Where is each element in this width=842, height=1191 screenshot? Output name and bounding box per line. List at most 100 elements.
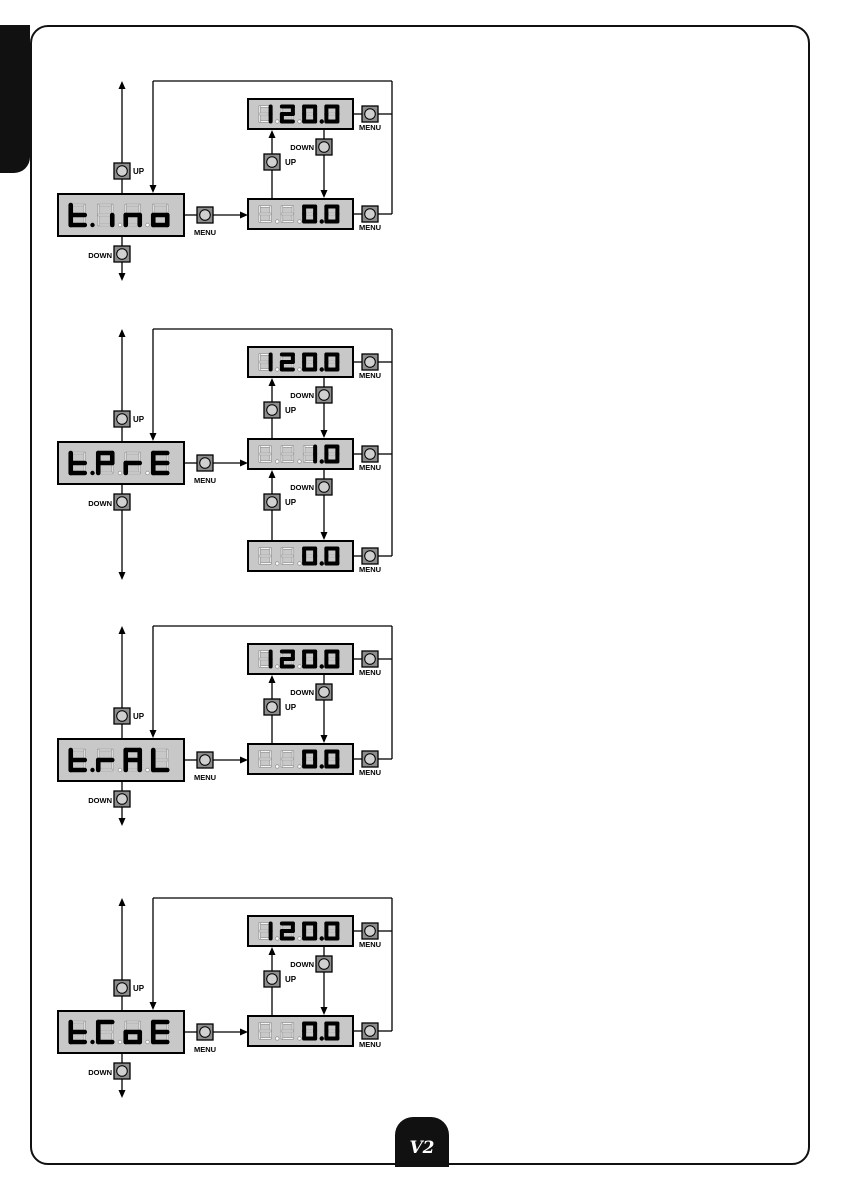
- button-cap: [117, 794, 128, 805]
- menu-button: [362, 751, 378, 767]
- up-button-label: UP: [133, 167, 145, 176]
- value-display: [248, 347, 353, 377]
- menu-button: [197, 455, 213, 471]
- decimal-point: [275, 220, 279, 224]
- decimal-point: [118, 768, 122, 772]
- up-button: [264, 402, 280, 418]
- button-cap: [365, 357, 376, 368]
- button-cap: [117, 711, 128, 722]
- button-cap: [117, 983, 128, 994]
- arrow-head: [321, 1007, 328, 1015]
- menu-button-label: MENU: [194, 1045, 216, 1054]
- decimal-point: [320, 220, 324, 224]
- arrow-head: [240, 212, 248, 219]
- menu-button: [362, 1023, 378, 1039]
- arrow-head: [269, 675, 276, 683]
- decimal-point: [320, 665, 324, 669]
- down-button: [316, 479, 332, 495]
- button-cap: [200, 755, 211, 766]
- decimal-point: [146, 471, 150, 475]
- value-display: [248, 1016, 353, 1046]
- button-cap: [200, 458, 211, 469]
- down-button: [114, 494, 130, 510]
- button-cap: [319, 142, 330, 153]
- arrow-head: [150, 730, 157, 738]
- button-cap: [267, 497, 278, 508]
- decimal-point: [118, 1040, 122, 1044]
- arrow-head: [269, 378, 276, 386]
- button-cap: [365, 449, 376, 460]
- up-button: [264, 494, 280, 510]
- arrow-head: [269, 130, 276, 138]
- decimal-point: [146, 223, 150, 227]
- button-cap: [267, 405, 278, 416]
- menu-button-label: MENU: [359, 768, 381, 777]
- decimal-point: [275, 937, 279, 941]
- decimal-point: [298, 1037, 302, 1041]
- parameter-display: [58, 442, 184, 484]
- menu-button-label: MENU: [359, 1040, 381, 1049]
- menu-button: [362, 923, 378, 939]
- arrow-head: [119, 626, 126, 634]
- down-button-label: DOWN: [290, 391, 314, 400]
- button-cap: [319, 687, 330, 698]
- button-cap: [365, 109, 376, 120]
- decimal-point: [320, 937, 324, 941]
- decimal-point: [275, 665, 279, 669]
- arrow-head: [119, 1090, 126, 1098]
- up-button-label: UP: [133, 984, 145, 993]
- menu-button-label: MENU: [359, 668, 381, 677]
- down-button: [114, 1063, 130, 1079]
- decimal-point: [91, 768, 95, 772]
- arrow-head: [321, 735, 328, 743]
- arrow-head: [321, 190, 328, 198]
- down-button: [316, 139, 332, 155]
- button-cap: [319, 390, 330, 401]
- down-button: [114, 246, 130, 262]
- decimal-point: [320, 120, 324, 124]
- down-button-label: DOWN: [290, 688, 314, 697]
- button-cap: [365, 551, 376, 562]
- arrow-head: [119, 572, 126, 580]
- arrow-head: [269, 947, 276, 955]
- down-button: [316, 956, 332, 972]
- decimal-point: [275, 368, 279, 372]
- menu-button: [197, 1024, 213, 1040]
- menu-button: [362, 106, 378, 122]
- decimal-point: [298, 368, 302, 372]
- decimal-point: [320, 1037, 324, 1041]
- arrow-head: [240, 757, 248, 764]
- menu-button-label: MENU: [359, 223, 381, 232]
- menu-button-label: MENU: [359, 123, 381, 132]
- value-display: [248, 541, 353, 571]
- down-button-label: DOWN: [88, 1068, 112, 1077]
- menu-button-label: MENU: [359, 565, 381, 574]
- arrow-head: [240, 460, 248, 467]
- menu-button-label: MENU: [359, 940, 381, 949]
- button-cap: [117, 249, 128, 260]
- decimal-point: [146, 768, 150, 772]
- parameter-display: [58, 739, 184, 781]
- up-button-label: UP: [285, 158, 297, 167]
- down-button-label: DOWN: [290, 960, 314, 969]
- arrow-head: [150, 185, 157, 193]
- up-button: [264, 971, 280, 987]
- menu-button: [362, 651, 378, 667]
- decimal-point: [91, 471, 95, 475]
- decimal-point: [275, 460, 279, 464]
- menu-button: [362, 206, 378, 222]
- button-cap: [117, 497, 128, 508]
- button-cap: [365, 926, 376, 937]
- button-cap: [319, 482, 330, 493]
- up-button: [114, 411, 130, 427]
- arrow-head: [119, 898, 126, 906]
- decimal-point: [298, 562, 302, 566]
- down-button: [316, 387, 332, 403]
- decimal-point: [146, 1040, 150, 1044]
- up-button: [114, 163, 130, 179]
- decimal-point: [320, 562, 324, 566]
- decimal-point: [298, 120, 302, 124]
- value-display: [248, 439, 353, 469]
- arrow-head: [240, 1029, 248, 1036]
- menu-button-label: MENU: [194, 476, 216, 485]
